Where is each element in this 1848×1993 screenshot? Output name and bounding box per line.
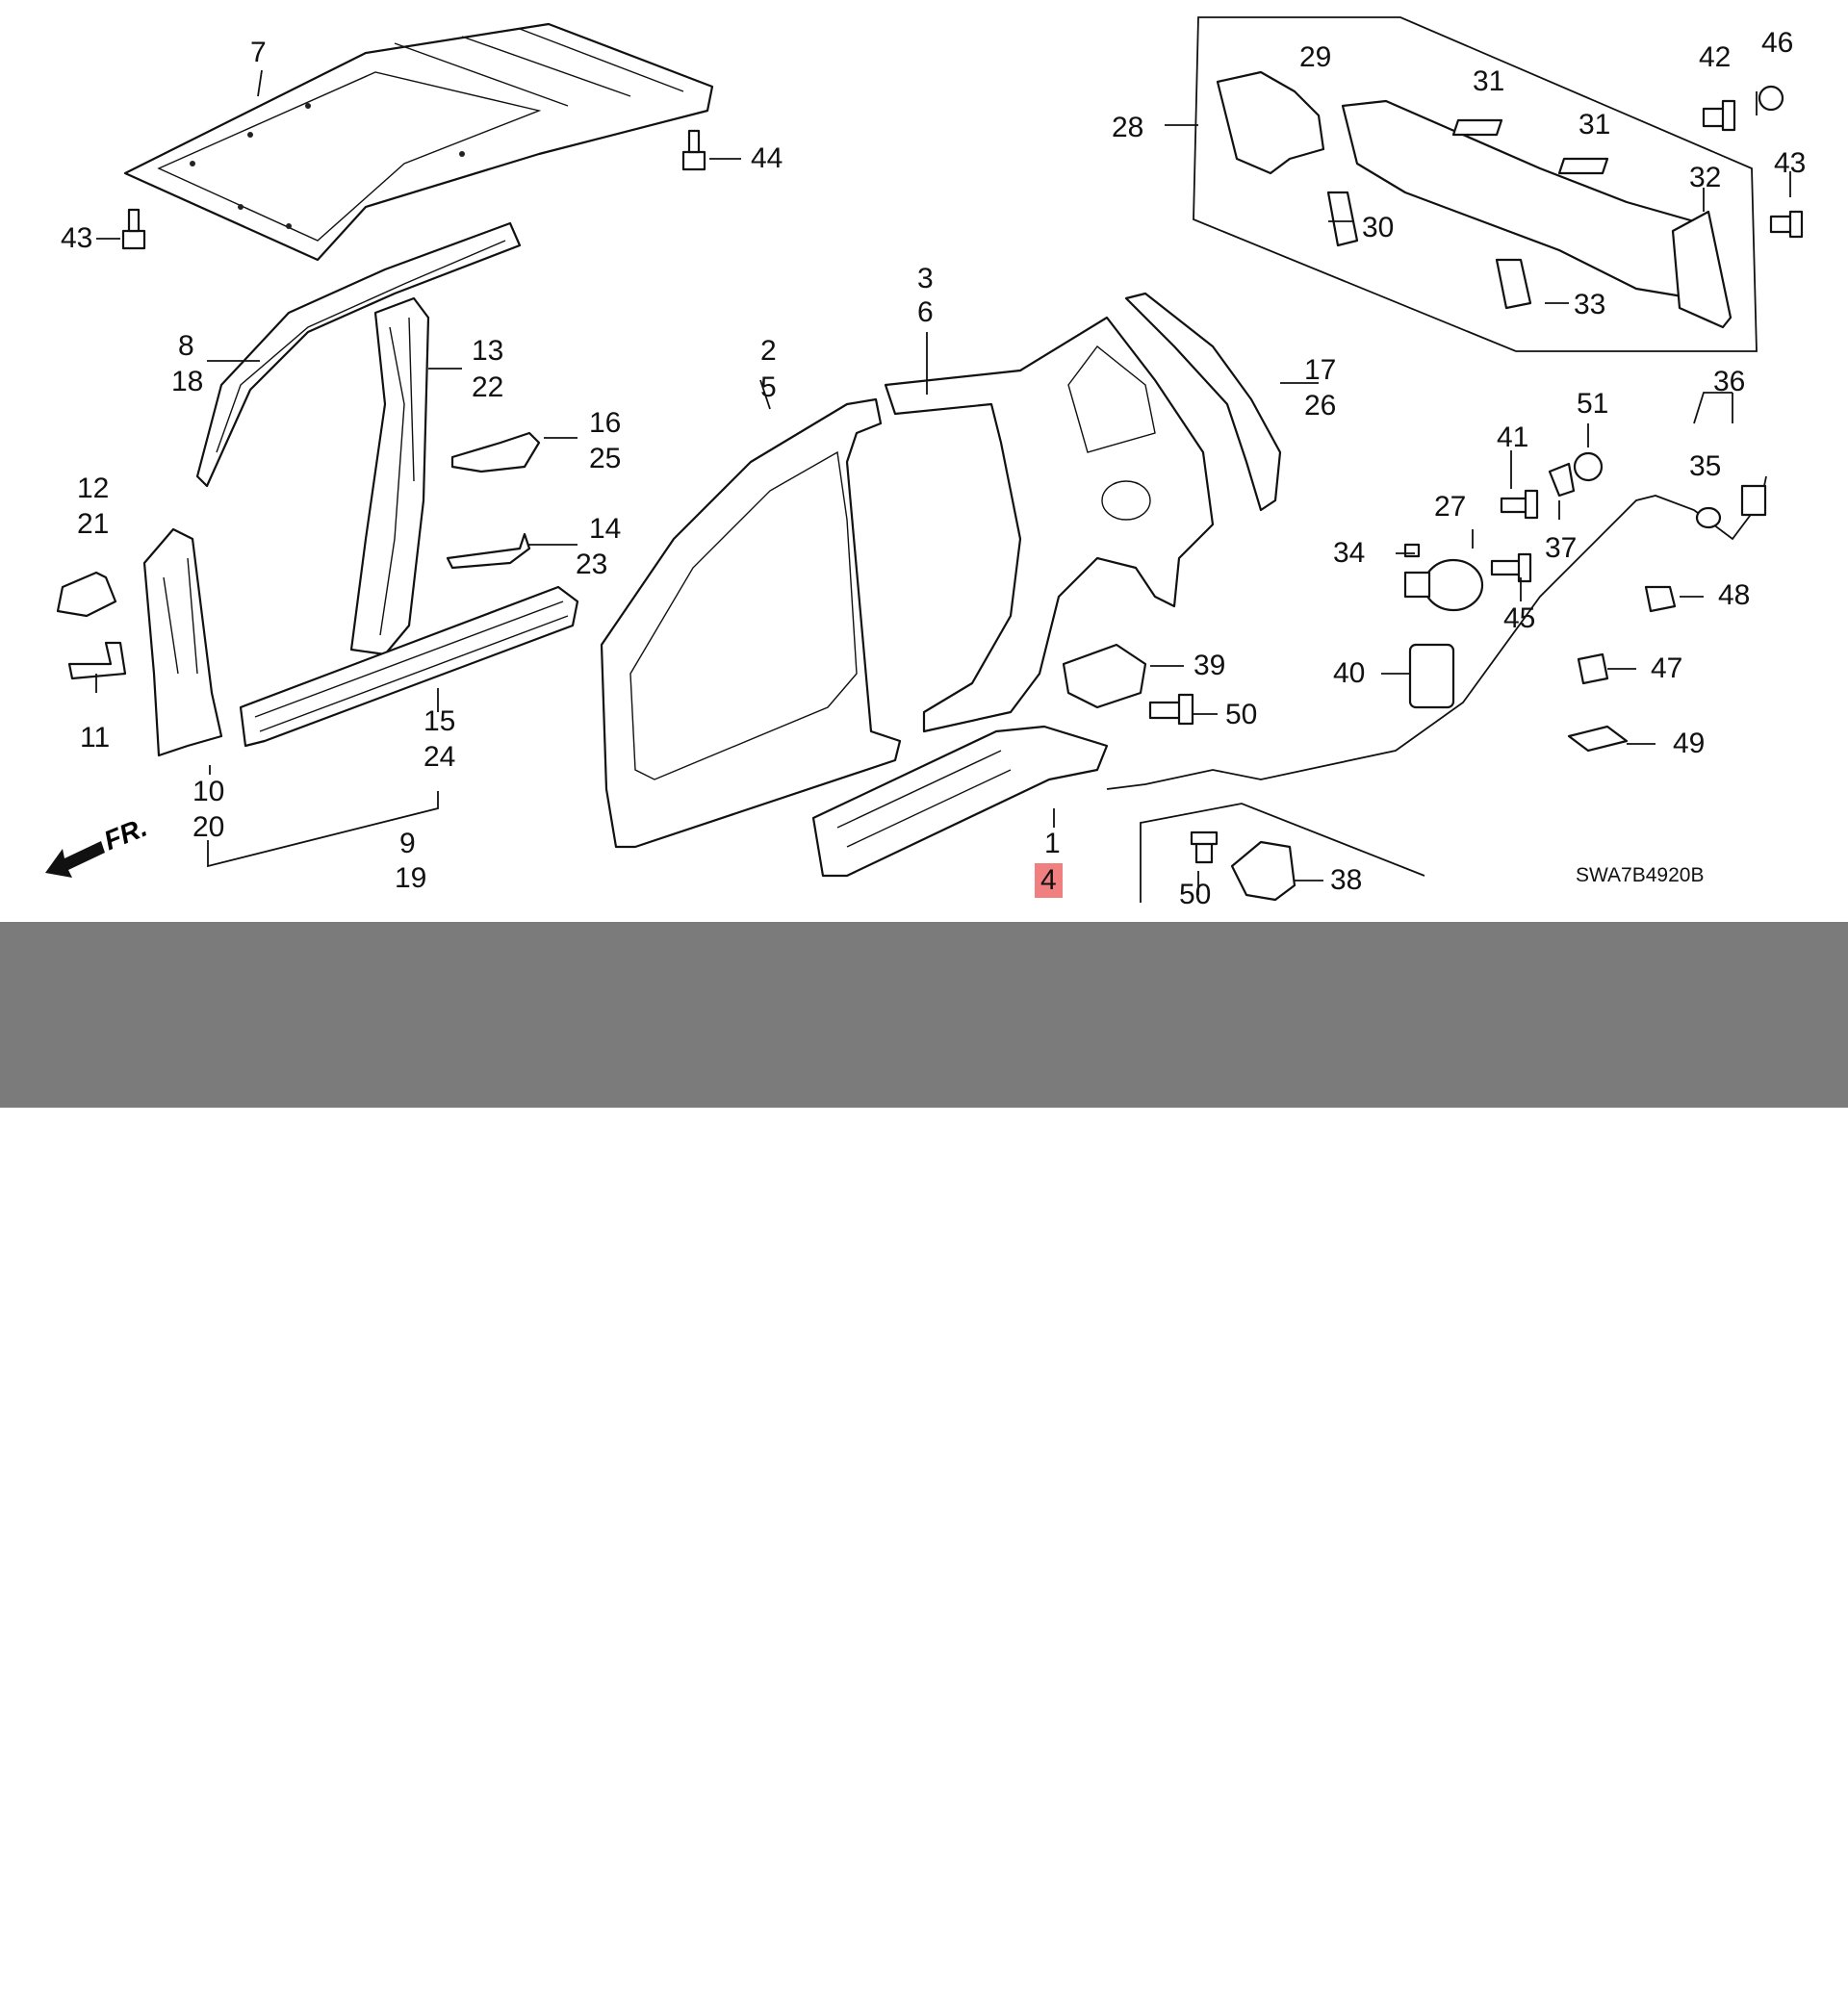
label-43-right: 43 [1774, 147, 1807, 179]
label-30: 30 [1362, 212, 1395, 243]
label-51: 51 [1577, 388, 1609, 420]
pad-49 [1567, 725, 1629, 753]
label-21: 21 [77, 508, 110, 540]
bracket-14 [446, 532, 531, 570]
label-43-left: 43 [61, 222, 93, 254]
bracket-11 [67, 641, 127, 680]
label-45: 45 [1503, 602, 1536, 634]
label-9: 9 [399, 828, 416, 859]
bracket-16 [450, 431, 541, 473]
fuel-pocket-40 [1408, 643, 1455, 709]
label-28: 28 [1112, 112, 1144, 143]
label-22: 22 [472, 371, 504, 403]
fuel-lid-27 [1403, 558, 1484, 612]
label-32: 32 [1689, 162, 1722, 193]
label-18: 18 [171, 366, 204, 397]
label-1: 1 [1044, 828, 1061, 859]
front-arrow-icon [45, 841, 105, 878]
label-23: 23 [576, 549, 608, 580]
label-12: 12 [77, 473, 110, 504]
label-42: 42 [1699, 41, 1732, 73]
parts-diagram: 7 43 44 8 18 13 22 16 25 14 23 12 21 11 … [0, 0, 1848, 922]
roof-side-rail [195, 221, 522, 488]
outer-side-panel [600, 397, 902, 849]
label-29: 29 [1299, 41, 1332, 73]
label-19: 19 [395, 862, 427, 894]
bolt-43-right [1769, 210, 1804, 239]
label-8: 8 [178, 330, 194, 362]
side-sill [239, 585, 579, 748]
label-36: 36 [1713, 366, 1746, 397]
label-27: 27 [1434, 491, 1467, 523]
label-15: 15 [424, 705, 456, 737]
label-46: 46 [1761, 27, 1794, 59]
nut-51 [1573, 451, 1604, 482]
label-26: 26 [1304, 390, 1337, 422]
label-40: 40 [1333, 657, 1366, 689]
label-44: 44 [751, 142, 783, 174]
label-14: 14 [589, 513, 622, 545]
bolt-50-b [1190, 830, 1219, 864]
front-pillar [142, 527, 223, 757]
label-31-b: 31 [1578, 109, 1611, 141]
nut-46 [1758, 85, 1784, 112]
label-2: 2 [760, 335, 777, 367]
clip-48 [1644, 585, 1677, 613]
label-10: 10 [192, 776, 225, 807]
bolt-41 [1500, 489, 1539, 520]
label-13: 13 [472, 335, 504, 367]
rear-pillar [1124, 292, 1282, 512]
rear-panel-group [1193, 16, 1758, 352]
label-48: 48 [1718, 579, 1751, 611]
side-sill-panel [811, 725, 1109, 878]
label-41: 41 [1497, 422, 1529, 453]
drawing-code: SWA7B4920B [1576, 864, 1705, 886]
label-25: 25 [589, 443, 622, 474]
label-5: 5 [760, 371, 777, 403]
footer-part-number: HONDA ACURA - 04641SWWE00ZZ [231, 1912, 1429, 1992]
latch-38 [1230, 840, 1296, 902]
bolt-44 [681, 129, 706, 171]
bolt-43-top [121, 208, 146, 250]
label-50-b: 50 [1179, 879, 1212, 910]
footer-quantity: N - 4 [1468, 1912, 1623, 1992]
cable-box [1140, 803, 1425, 903]
label-49: 49 [1673, 728, 1706, 759]
bolt-45 [1490, 552, 1532, 583]
label-39: 39 [1194, 650, 1226, 681]
label-20: 20 [192, 811, 225, 843]
opener-cable [1106, 475, 1767, 790]
label-35: 35 [1689, 450, 1722, 482]
label-47: 47 [1651, 652, 1683, 684]
bracket-12 [56, 571, 117, 618]
clip-34 [1403, 543, 1421, 558]
label-7: 7 [250, 37, 267, 68]
latch-39 [1062, 643, 1147, 709]
bolt-42 [1702, 99, 1736, 132]
leader-lines [95, 69, 1791, 895]
label-4-highlighted: 4 [1035, 863, 1063, 898]
diagram-drawing [56, 16, 1804, 903]
label-33: 33 [1574, 289, 1606, 320]
label-17: 17 [1304, 354, 1337, 386]
label-31-a: 31 [1473, 65, 1505, 97]
spring-37 [1548, 462, 1576, 498]
center-pillar [349, 296, 430, 656]
label-6: 6 [917, 296, 934, 328]
label-37: 37 [1545, 532, 1578, 564]
quarter-panel [884, 316, 1215, 733]
label-11: 11 [80, 722, 111, 754]
label-16: 16 [589, 407, 622, 439]
label-50-a: 50 [1225, 699, 1258, 730]
label-24: 24 [424, 741, 456, 773]
clip-47 [1577, 652, 1609, 685]
bolt-50-a [1148, 693, 1194, 726]
footer-bar: HONDA ACURA - 04641SWWE00ZZ N - 4 [0, 922, 1848, 1992]
roof-panel [123, 22, 714, 262]
label-34: 34 [1333, 537, 1366, 569]
label-38: 38 [1330, 864, 1363, 896]
label-3: 3 [917, 263, 934, 294]
